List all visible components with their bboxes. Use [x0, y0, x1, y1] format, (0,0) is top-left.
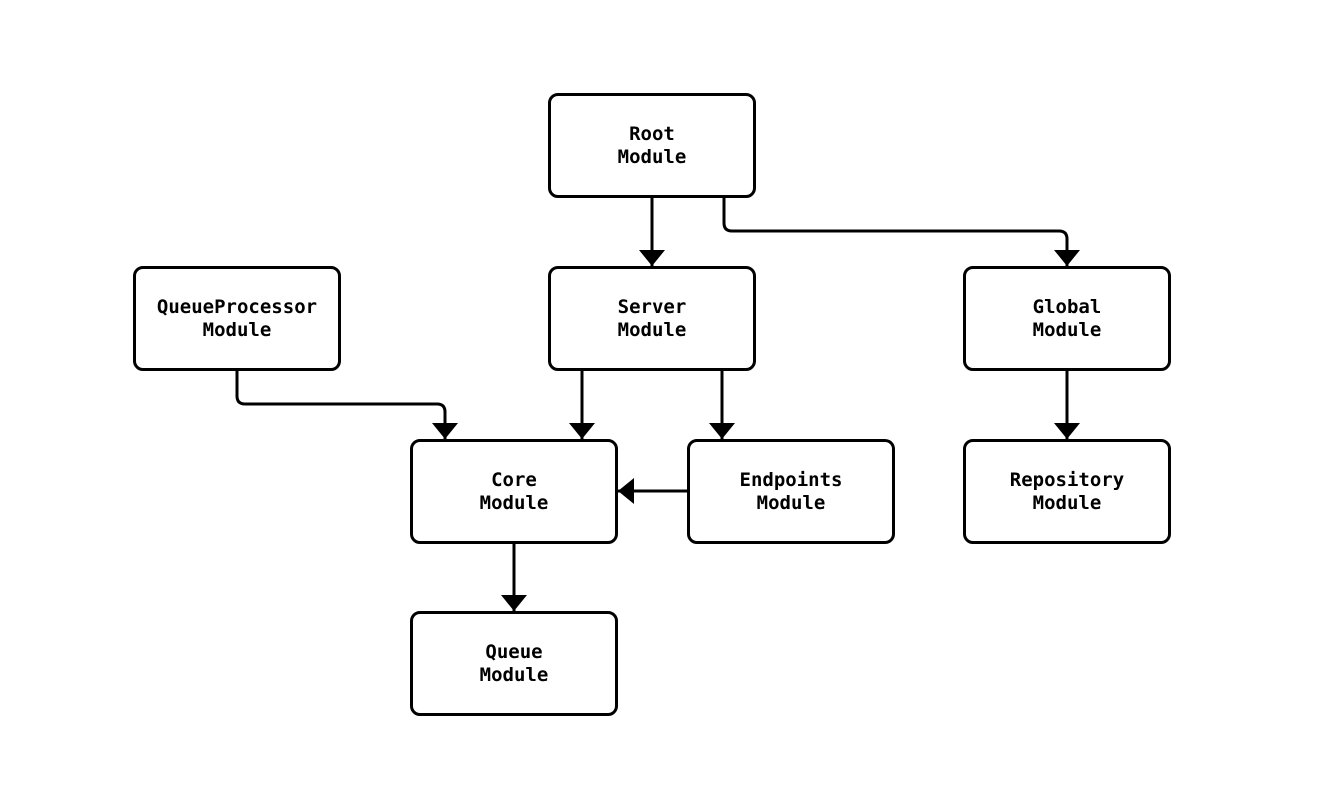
node-label-line: Module: [617, 145, 687, 168]
node-label-line: Server: [617, 295, 687, 318]
node-label-line: Module: [1032, 491, 1102, 514]
node-label-line: Module: [479, 491, 549, 514]
node-label-line: Endpoints: [739, 468, 843, 491]
node-label-line: Module: [1032, 318, 1102, 341]
node-label-line: Repository: [1009, 468, 1125, 491]
node-label-line: Root: [629, 122, 675, 145]
node-label-line: Core: [491, 468, 537, 491]
edge-root-to-global: [722, 198, 1080, 266]
node-label-line: Global: [1032, 295, 1102, 318]
edge-queueprocessor-to-core: [235, 371, 458, 439]
node-label-line: Module: [756, 491, 826, 514]
node-label-line: Module: [617, 318, 687, 341]
node-label-line: Module: [479, 663, 549, 686]
node-label-line: Queue: [485, 640, 543, 663]
node-label-line: QueueProcessor: [156, 295, 318, 318]
node-label-line: Module: [202, 318, 272, 341]
